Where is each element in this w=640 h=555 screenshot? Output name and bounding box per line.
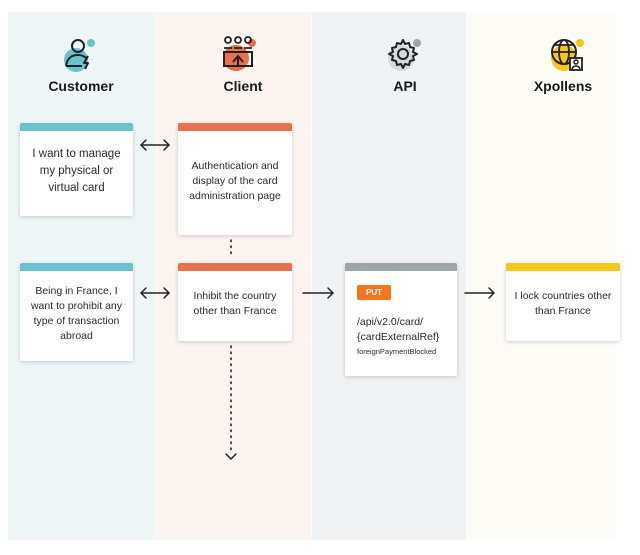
arrow-api-to-xpollens — [464, 287, 495, 299]
api-path-line-1: /api/v2.0/card/ — [357, 316, 423, 328]
user-lightning-icon — [64, 39, 95, 72]
client-lane-title: Client — [223, 78, 263, 94]
gear-icon — [388, 39, 421, 71]
customer-need-card: I want to manage my physical or virtual … — [20, 123, 133, 216]
people-screen-icon — [223, 36, 256, 71]
client-inhibit-text: Inhibit the country other than France — [193, 290, 277, 317]
customer-lane-title: Customer — [48, 78, 114, 94]
double-arrow-row-1 — [140, 139, 170, 151]
globe-user-icon — [551, 39, 584, 71]
double-arrow-row-2 — [140, 287, 170, 299]
customer-restriction-card: Being in France, I want to prohibit any … — [20, 263, 133, 361]
xpollens-lock-text: I lock countries other than France — [514, 290, 612, 317]
api-path-line-2: {cardExternalRef} — [357, 331, 440, 343]
xpollens-lock-card: I lock countries other than France — [506, 263, 620, 341]
api-endpoint-card: PUT /api/v2.0/card/ {cardExternalRef} fo… — [345, 263, 457, 376]
put-method-badge: PUT — [357, 285, 391, 300]
xpollens-lane-title: Xpollens — [533, 78, 593, 94]
continuation-arrowhead — [225, 453, 237, 460]
client-auth-text: Authentication and display of the card a… — [189, 159, 281, 202]
arrow-client-to-api — [302, 287, 334, 299]
customer-restriction-text: Being in France, I want to prohibit any … — [30, 285, 123, 342]
client-inhibit-card: Inhibit the country other than France — [178, 263, 292, 341]
api-lane-title: API — [393, 78, 417, 94]
api-endpoint-path: /api/v2.0/card/ {cardExternalRef} foreig… — [357, 315, 439, 358]
customer-need-text: I want to manage my physical or virtual … — [32, 148, 121, 194]
client-auth-card: Authentication and display of the card a… — [178, 123, 292, 235]
api-path-line-3: foreignPaymentBlocked — [357, 347, 437, 356]
